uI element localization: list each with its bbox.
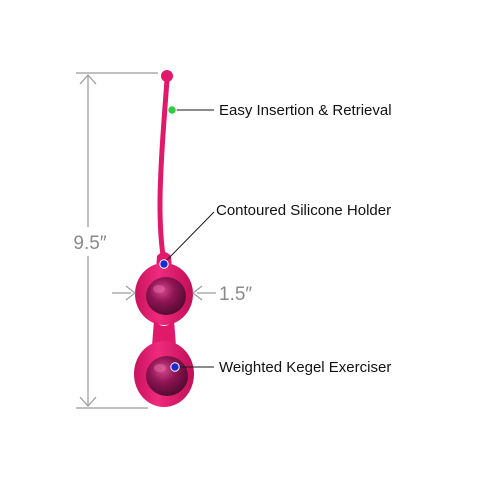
callout-leader-line: [164, 211, 215, 263]
length-arrow-down-icon: [79, 396, 97, 407]
callout-label: Contoured Silicone Holder: [216, 202, 391, 219]
callout-silicone-holder: Contoured Silicone Holder: [159, 202, 391, 269]
kegel-exerciser-product: [134, 70, 194, 407]
width-arrow-right-icon: [125, 285, 136, 301]
upper-ball-highlight: [153, 285, 165, 293]
width-arrow-left-icon: [192, 285, 203, 301]
width-dimension: 1.5″: [112, 284, 252, 305]
cord-tip-knob: [161, 70, 173, 82]
length-arrow-up-icon: [79, 74, 97, 85]
green-marker-dot: [167, 105, 177, 115]
lower-weighted-ball: [146, 356, 188, 396]
callout-label: Easy Insertion & Retrieval: [219, 102, 392, 119]
holder-connector: [152, 320, 176, 346]
callout-label: Weighted Kegel Exerciser: [219, 359, 391, 376]
blue-marker-dot: [159, 259, 169, 269]
length-label: 9.5″: [73, 233, 106, 254]
upper-weighted-ball: [146, 277, 186, 315]
callout-kegel-exerciser: Weighted Kegel Exerciser: [170, 359, 391, 376]
lower-ball-highlight: [154, 364, 166, 372]
blue-marker-dot: [170, 362, 180, 372]
width-label: 1.5″: [219, 284, 252, 305]
length-dimension: 9.5″: [73, 72, 158, 409]
callout-insertion-retrieval: Easy Insertion & Retrieval: [167, 102, 392, 119]
retrieval-cord: [157, 77, 170, 265]
